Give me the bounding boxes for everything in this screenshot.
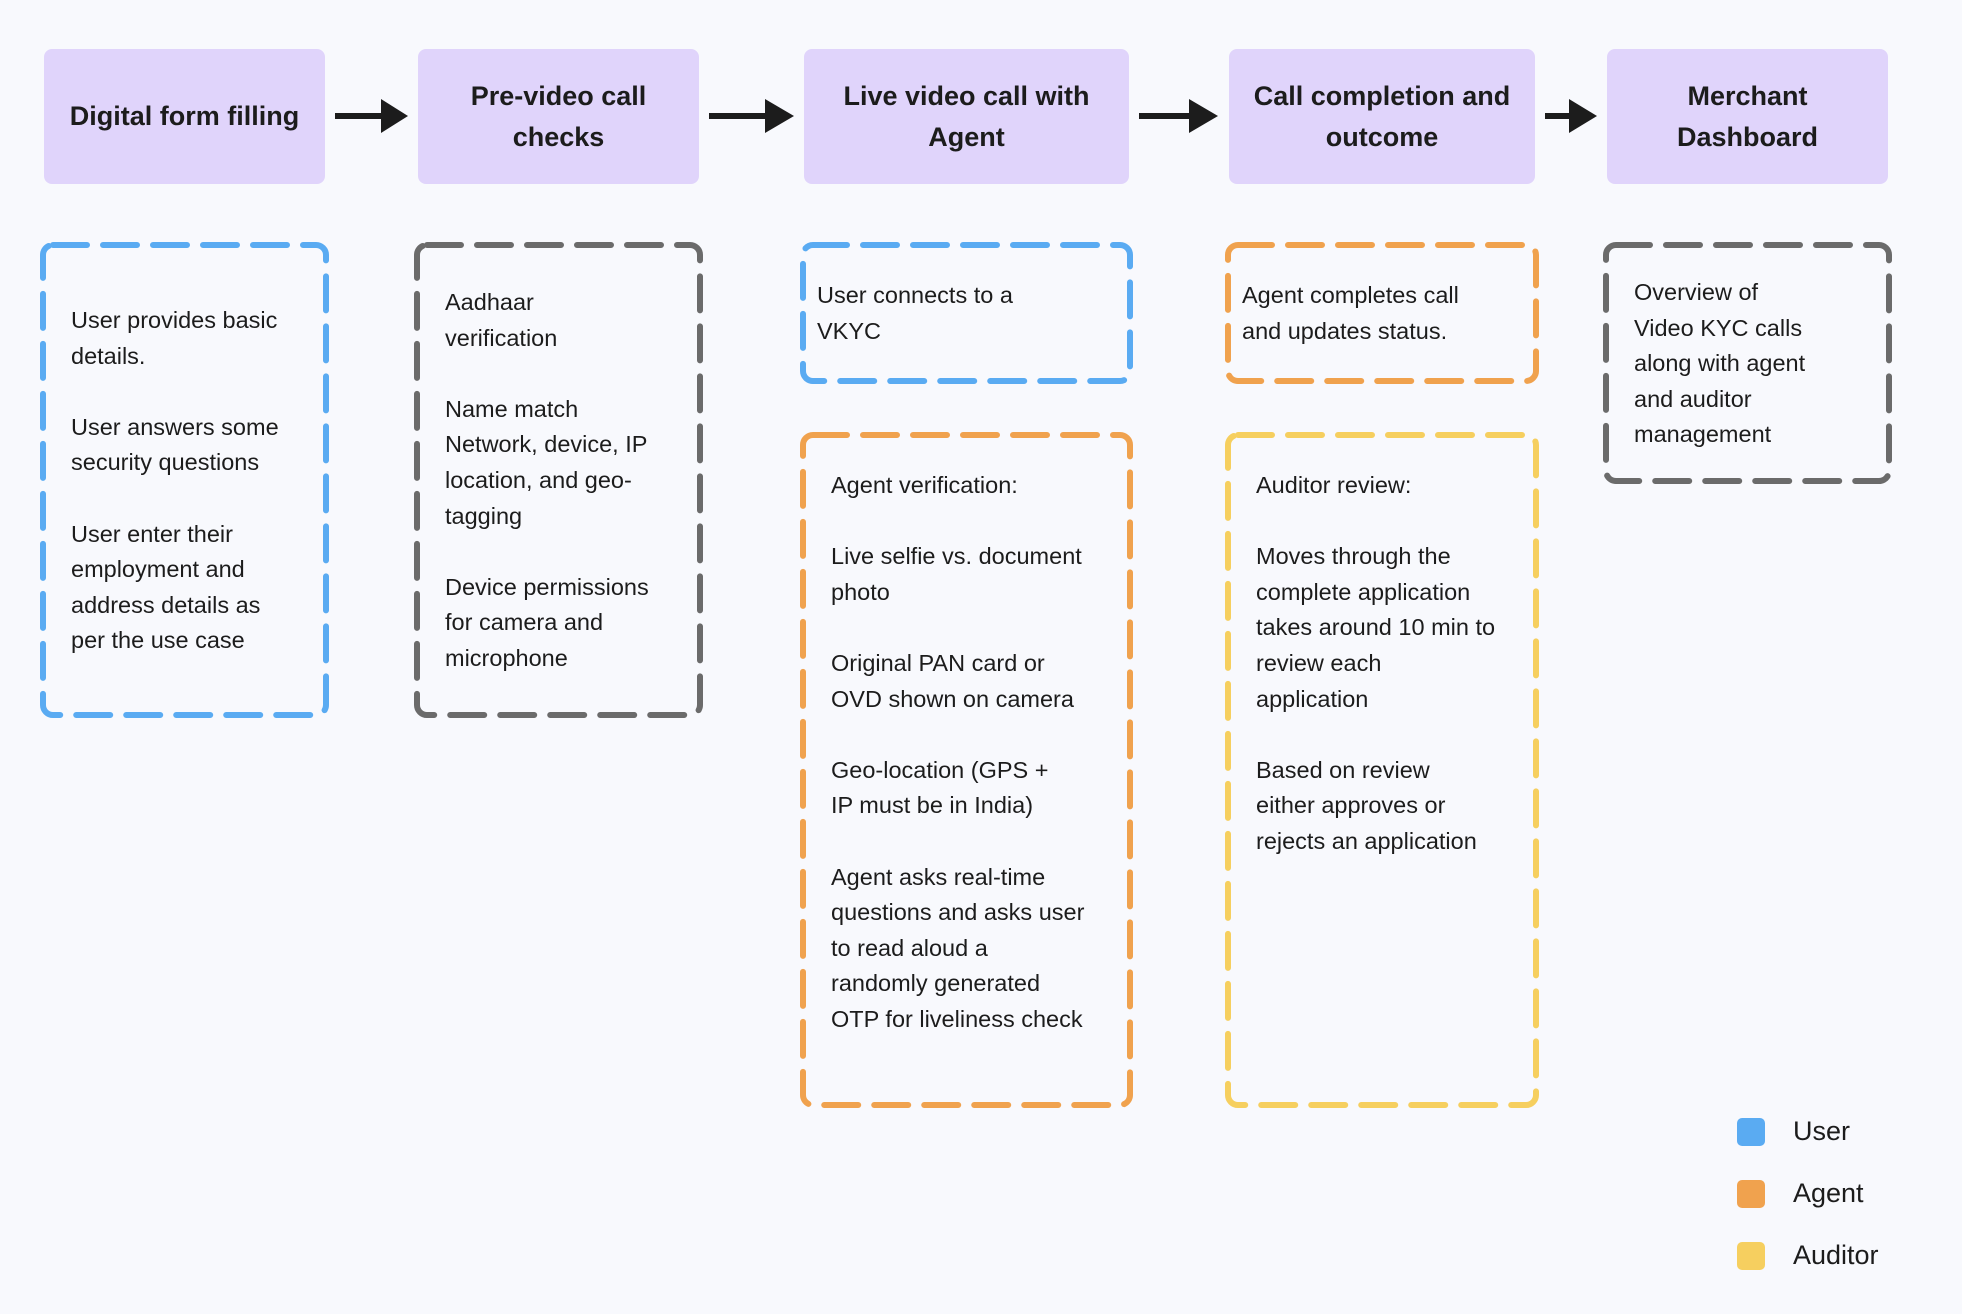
legend-item-agent: Agent bbox=[1737, 1178, 1864, 1209]
dashed-frame bbox=[1603, 242, 1892, 484]
stage-title: Digital form filling bbox=[69, 101, 300, 131]
legend-label: User bbox=[1793, 1116, 1851, 1146]
dashed-frame bbox=[800, 432, 1133, 1108]
stage-title-line2: outcome bbox=[1325, 121, 1439, 152]
stage-call-completion: Call completion and outcome bbox=[1229, 49, 1535, 184]
legend-item-auditor: Auditor bbox=[1737, 1240, 1879, 1271]
legend-label: Auditor bbox=[1793, 1240, 1879, 1270]
card-paragraph: Geo-location (GPS +IP must be in India) bbox=[831, 756, 1049, 819]
legend-swatch bbox=[1737, 1179, 1765, 1208]
stage-digital-form-filling: Digital form filling bbox=[44, 49, 325, 184]
stage-merchant-dashboard: Merchant Dashboard bbox=[1607, 49, 1888, 184]
stage-title-line1: Merchant bbox=[1687, 80, 1808, 111]
stage-title-line2: checks bbox=[512, 121, 605, 152]
stage-title-line1: Call completion and bbox=[1253, 80, 1511, 111]
stage-live-video-call: Live video call with Agent bbox=[804, 49, 1129, 184]
dashed-frame bbox=[414, 242, 703, 718]
legend-swatch bbox=[1737, 1117, 1765, 1146]
card-agent-verification: Agent verification: Live selfie vs. docu… bbox=[800, 432, 1133, 1108]
dashed-frame bbox=[1225, 432, 1539, 1108]
stage-title-line1: Live video call with bbox=[843, 80, 1090, 111]
arrow-right-icon bbox=[709, 96, 795, 136]
dashed-frame bbox=[800, 242, 1133, 384]
legend-item-user: User bbox=[1737, 1116, 1850, 1147]
arrow-right-icon bbox=[1139, 96, 1219, 136]
legend-label: Agent bbox=[1793, 1178, 1864, 1208]
legend-swatch bbox=[1737, 1241, 1765, 1270]
dashed-frame bbox=[40, 242, 329, 718]
card-paragraph: Agent verification: bbox=[831, 472, 1018, 498]
stage-title-line2: Dashboard bbox=[1676, 121, 1819, 152]
arrow-right-icon bbox=[1545, 96, 1598, 136]
card-paragraph: Auditor review: bbox=[1256, 472, 1412, 498]
dashed-frame bbox=[1225, 242, 1539, 384]
stage-title-line1: Pre-video call bbox=[470, 80, 647, 111]
arrow-right-icon bbox=[335, 96, 409, 136]
stage-title-line2: Agent bbox=[928, 121, 1005, 152]
stage-pre-video-call-checks: Pre-video call checks bbox=[418, 49, 699, 184]
